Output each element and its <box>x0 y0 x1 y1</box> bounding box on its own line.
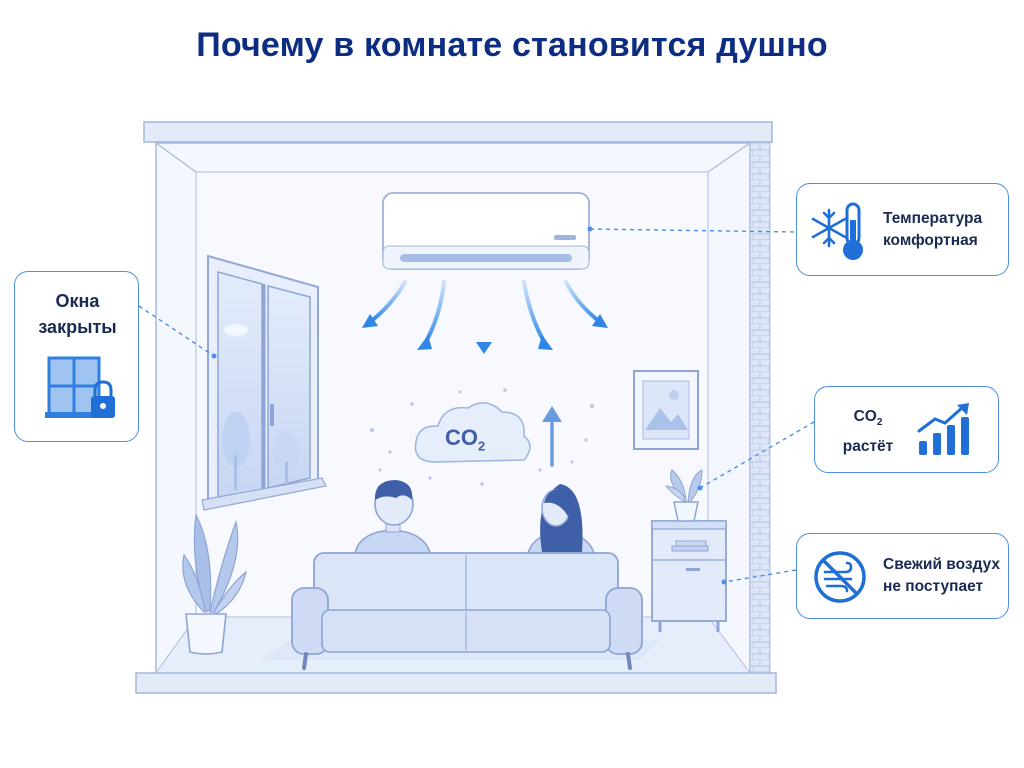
co2-cloud <box>414 402 531 463</box>
callout-connectors <box>138 228 815 583</box>
rising-bars-icon <box>917 403 969 455</box>
picture-frame <box>633 370 699 450</box>
co2-rising-arrow <box>542 406 562 467</box>
woman <box>526 484 596 554</box>
connector-dots <box>211 226 727 585</box>
co2-dots <box>370 388 594 486</box>
callout-co2-rising: CO2 растёт <box>814 386 999 473</box>
callout-fresh-air-line2: не поступает <box>883 578 984 595</box>
co2-cloud-label: CO2 <box>445 425 486 454</box>
window-lock-icon <box>45 356 115 418</box>
small-plant <box>664 469 703 522</box>
cabinet <box>651 520 727 632</box>
callout-co2-line1: CO2 <box>853 408 883 429</box>
callout-windows-line1: Окна <box>55 291 100 311</box>
airflow-arrowheads <box>362 314 608 354</box>
callout-temperature: Температура комфортная <box>796 183 1009 276</box>
no-wind-icon <box>814 551 866 603</box>
callout-co2-line2: растёт <box>842 438 894 456</box>
callout-temperature-line1: Температура <box>883 210 983 227</box>
callout-temperature-line2: комфортная <box>883 232 978 249</box>
window <box>201 254 327 511</box>
snowflake-thermometer-icon <box>811 202 863 260</box>
callout-fresh-air-line1: Свежий воздух <box>883 556 1001 573</box>
page-title: Почему в комнате становится душно <box>196 26 828 64</box>
callout-windows-line2: закрыты <box>38 317 117 337</box>
air-conditioner <box>382 192 590 270</box>
callout-fresh-air: Свежий воздух не поступает <box>796 533 1009 619</box>
man <box>353 480 432 554</box>
sofa <box>291 552 643 670</box>
floor-plant <box>182 513 247 655</box>
callout-windows-closed: Окна закрыты <box>14 271 139 442</box>
